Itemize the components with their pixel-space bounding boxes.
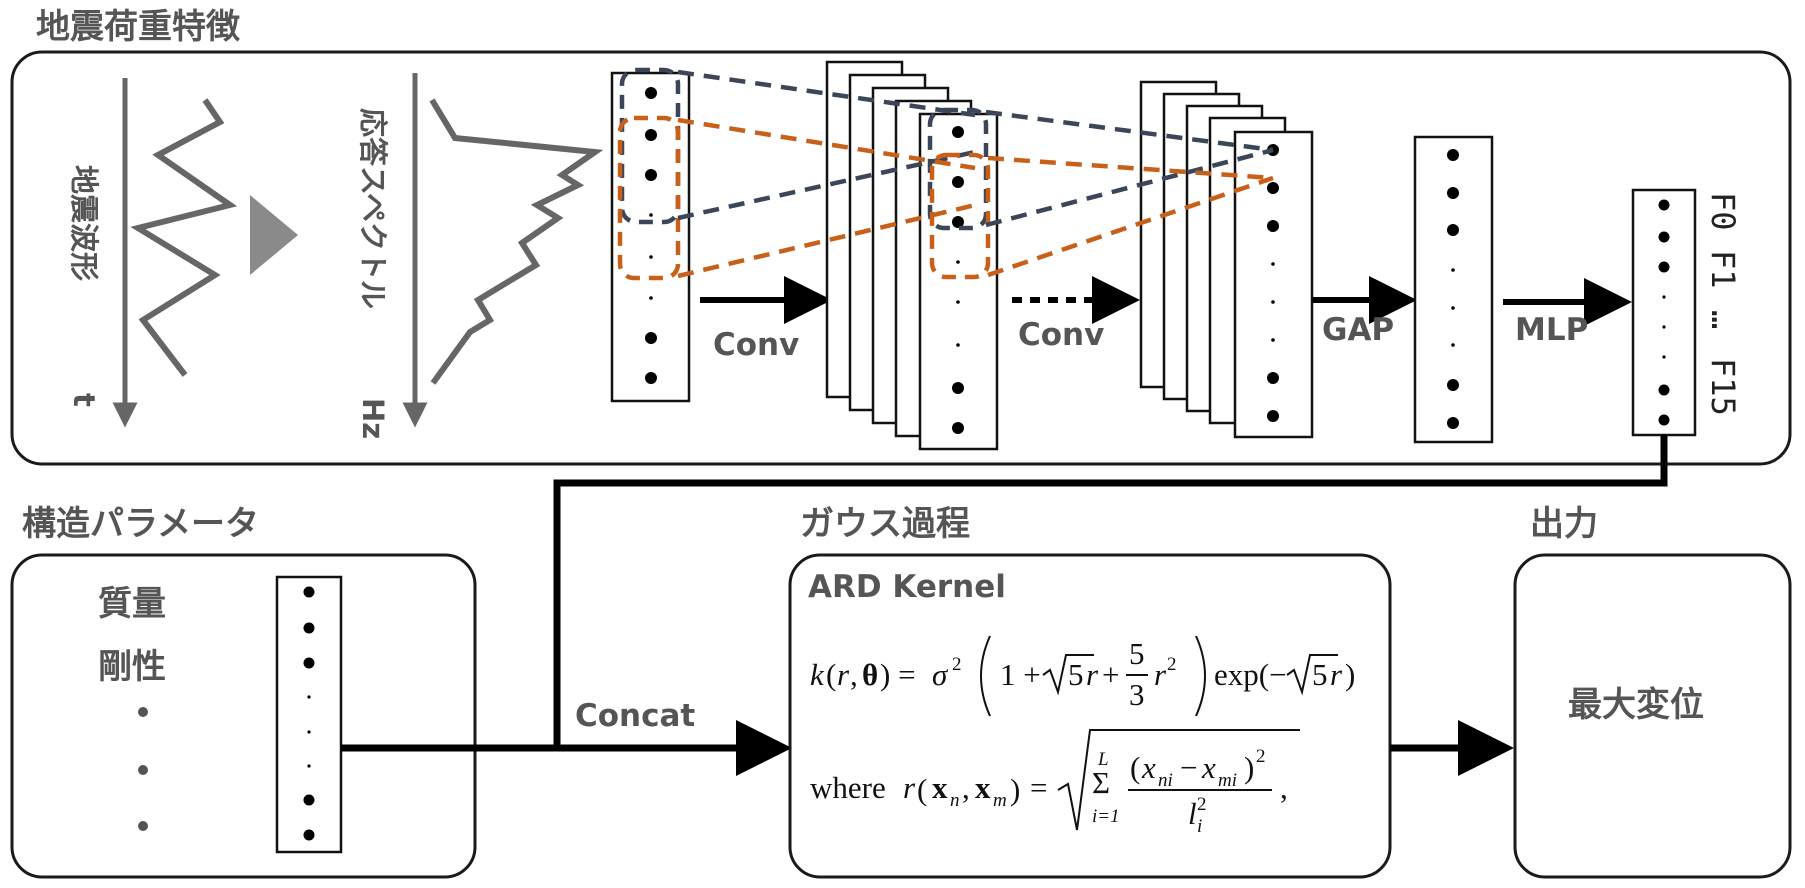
input-vector-dots: [645, 87, 657, 384]
conv1-label: Conv: [713, 327, 799, 363]
max-displacement-label: 最大変位: [1568, 685, 1704, 725]
svg-text:) =: ) =: [880, 657, 916, 692]
structure-vector-dots: [303, 586, 315, 841]
svg-text:5: 5: [1068, 657, 1084, 692]
spectrum-axis-label: Hz: [356, 398, 390, 439]
svg-text:+: +: [1102, 657, 1119, 692]
stiffness-label: 剛性: [98, 647, 166, 687]
svg-text:n: n: [950, 790, 960, 811]
svg-text:(: (: [826, 657, 836, 692]
section-title-structure-params: 構造パラメータ: [22, 504, 259, 544]
svg-text:2: 2: [1167, 654, 1177, 675]
svg-text:i=1: i=1: [1092, 806, 1120, 827]
conv2-feature-maps: [1139, 80, 1314, 439]
gap-label: GAP: [1322, 312, 1394, 348]
svg-text:2: 2: [1197, 794, 1207, 815]
distance-formula: where r ( x n , x m ) = L Σ i=1 ( x ni −…: [810, 729, 1300, 837]
param-ellipsis-dot: [138, 707, 148, 717]
seismic-features-panel: [10, 50, 1792, 466]
svg-text:x: x: [1141, 750, 1156, 785]
svg-text:5: 5: [1129, 636, 1145, 671]
feature-label-ellipsis: …: [1704, 310, 1742, 329]
feature-output-vector: [1631, 188, 1697, 437]
gap-vector: [1413, 135, 1494, 444]
svg-text:x: x: [932, 770, 948, 805]
response-spectrum-curve: [429, 98, 604, 385]
mlp-label: MLP: [1515, 312, 1588, 348]
svg-text:ni: ni: [1158, 770, 1173, 791]
waveform-axis-label: t: [67, 393, 101, 407]
feature-label-f15: F15: [1704, 358, 1742, 416]
svg-text:k: k: [810, 657, 825, 692]
svg-text:m: m: [993, 790, 1007, 811]
section-title-gaussian-process: ガウス過程: [800, 504, 970, 544]
receptive-field-dashed-lines: [617, 67, 1274, 281]
svg-text:=: =: [1030, 770, 1047, 805]
conv1-feature-maps: [825, 60, 999, 451]
svg-text:1 +: 1 +: [1000, 657, 1041, 692]
waveform-label: 地震波形: [67, 165, 101, 281]
svg-text:): ): [1010, 772, 1020, 807]
svg-text:,: ,: [1280, 770, 1288, 805]
transform-triangle-icon: [250, 195, 298, 275]
svg-text:−: −: [1180, 750, 1197, 785]
svg-text:θ: θ: [862, 657, 878, 692]
output-panel: [1513, 553, 1792, 879]
feature-output-dots: [1658, 199, 1670, 426]
param-ellipsis-dot: [138, 821, 148, 831]
svg-text:2: 2: [1256, 746, 1266, 767]
section-title-output: 出力: [1530, 504, 1598, 544]
svg-text:(: (: [1130, 750, 1140, 785]
structure-param-vector: [275, 575, 343, 854]
structure-params-panel: [10, 553, 477, 879]
mass-label: 質量: [98, 584, 166, 624]
where-label: where: [810, 770, 886, 805]
param-ellipsis-dot: [138, 765, 148, 775]
svg-text:x: x: [975, 770, 991, 805]
svg-text:,: ,: [962, 770, 970, 805]
feature-label-f0: F0: [1704, 192, 1742, 231]
svg-text:i: i: [1197, 816, 1202, 837]
ard-kernel-formula: k ( r , θ ) = σ 2 1 + 5 r + 5 3 r 2 exp(…: [810, 635, 1355, 717]
feature-label-f1: F1: [1704, 250, 1742, 289]
gap-vector-dots: [1447, 149, 1459, 429]
spectrum-label: 応答スペクトル: [356, 108, 390, 309]
svg-text:r: r: [1086, 657, 1099, 692]
svg-text:r: r: [903, 770, 916, 805]
svg-text:l: l: [1188, 796, 1197, 831]
conv2-label: Conv: [1018, 317, 1104, 353]
svg-text:r: r: [1330, 657, 1343, 692]
svg-text:exp(−: exp(−: [1214, 657, 1287, 692]
svg-text:σ: σ: [932, 657, 949, 692]
svg-text:): ): [1244, 750, 1254, 785]
svg-text:x: x: [1201, 750, 1216, 785]
svg-text:,: ,: [850, 657, 858, 692]
svg-text:Σ: Σ: [1092, 765, 1110, 800]
svg-text:2: 2: [952, 654, 962, 675]
ard-kernel-title: ARD Kernel: [808, 569, 1006, 605]
svg-text:r: r: [837, 657, 850, 692]
section-title-seismic-features: 地震荷重特徴: [36, 7, 241, 47]
svg-text:3: 3: [1129, 677, 1145, 712]
svg-text:mi: mi: [1218, 770, 1237, 791]
concat-label: Concat: [575, 698, 695, 734]
svg-text:): ): [1345, 657, 1355, 692]
gaussian-process-panel: [788, 553, 1392, 879]
svg-text:r: r: [1154, 657, 1167, 692]
seismic-waveform: [130, 98, 238, 377]
svg-text:5: 5: [1312, 657, 1328, 692]
feature-connector-line: [553, 435, 1668, 748]
svg-text:L: L: [1097, 749, 1109, 770]
svg-text:(: (: [917, 772, 927, 807]
